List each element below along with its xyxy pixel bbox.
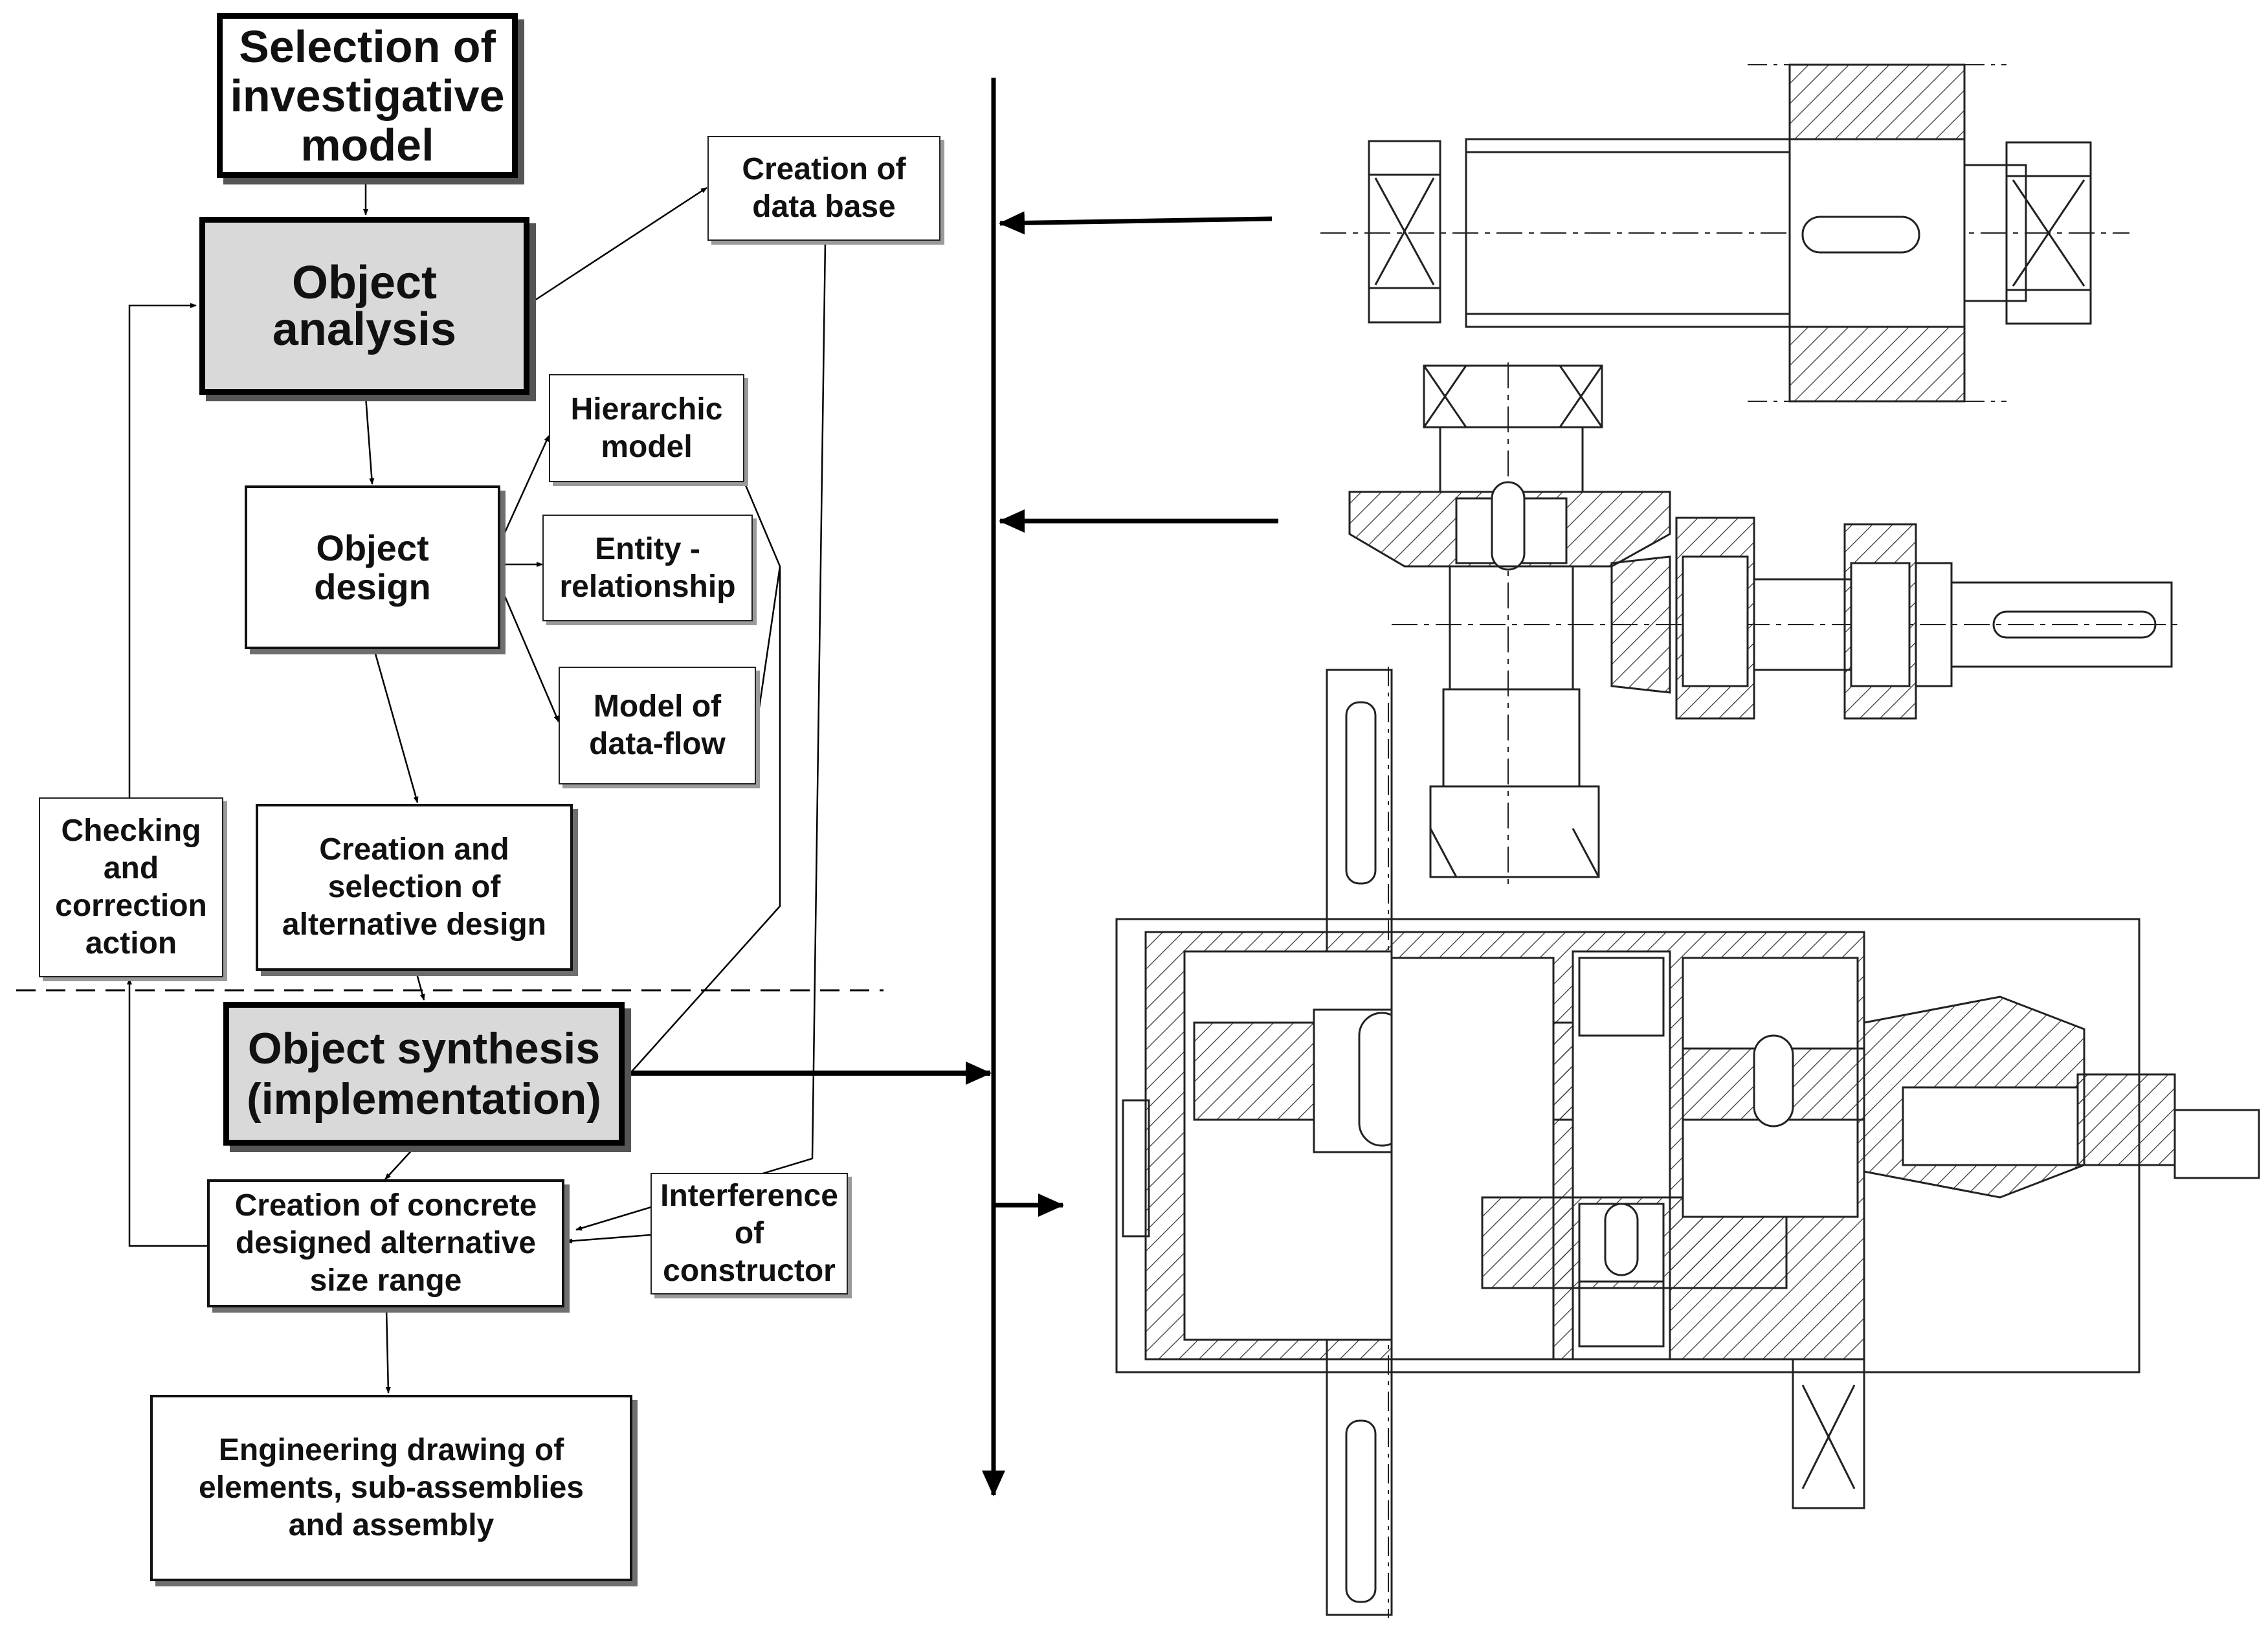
concrete-line-1: Creation of concrete (234, 1188, 537, 1223)
concrete-line-3: size range (309, 1263, 462, 1298)
alternative-line-3: alternative design (282, 907, 547, 942)
interference-line-3: constructor (663, 1254, 836, 1288)
object-analysis-line-2: analysis (272, 303, 457, 355)
hierarchic-line-2: model (601, 429, 693, 464)
gearbox-section-drawing-icon (1115, 667, 2260, 1618)
box-engineering-drawing-of-elements: Engineering drawing of elements, sub-ass… (150, 1395, 632, 1581)
arrow-design-to-dataflow (499, 585, 560, 722)
bevel-shaft-drawing-icon (1348, 362, 2181, 887)
box-creation-of-concrete-designed-alternative-size-range: Creation of concrete designed alternativ… (207, 1179, 564, 1307)
dataflow-line-1: Model of (593, 689, 722, 724)
selection-line-2: investigative (230, 70, 505, 121)
box-hierarchic-model: Hierarchic model (549, 374, 744, 482)
checking-line-1: Checking (61, 814, 201, 848)
arrow-analysis-to-database (530, 186, 707, 304)
database-line-1: Creation of (742, 152, 906, 186)
box-creation-and-selection-of-alternative-design: Creation and selection of alternative de… (256, 804, 573, 971)
box-object-synthesis-implementation: Object synthesis (implementation) (223, 1002, 625, 1146)
entity-line-1: Entity - (595, 531, 700, 566)
synthesis-line-2: (implementation) (247, 1074, 601, 1124)
box-creation-of-data-base: Creation of data base (707, 136, 940, 241)
bracket-models-to-synthesis (611, 482, 781, 1094)
selection-line-1: Selection of (239, 21, 496, 72)
box-entity-relationship: Entity - relationship (542, 515, 753, 621)
checking-line-3: correction (55, 889, 207, 923)
engineering-line-1: Engineering drawing of (218, 1433, 564, 1467)
box-selection-of-investigative-model: Selection of investigative model (217, 13, 518, 178)
box-object-analysis: Object analysis (199, 217, 529, 395)
engineering-line-3: and assembly (288, 1508, 495, 1542)
arrow-design-to-alternative (373, 649, 419, 803)
hierarchic-line-1: Hierarchic (570, 392, 723, 427)
arrow-synthesis-to-concrete (384, 1147, 415, 1180)
arrow-design-to-hierarchic (499, 435, 550, 543)
checking-line-4: action (85, 926, 177, 961)
dataflow-line-2: data-flow (589, 727, 726, 761)
alternative-line-1: Creation and (319, 832, 509, 867)
arrow-drawing-1-to-axis (999, 211, 1273, 235)
checking-line-2: and (103, 851, 159, 885)
concrete-line-2: designed alternative (235, 1226, 537, 1260)
synthesis-line-1: Object synthesis (247, 1024, 601, 1073)
object-analysis-line-1: Object (291, 256, 438, 309)
interference-line-2: of (734, 1216, 764, 1250)
object-design-line-2: design (314, 566, 431, 607)
shaft-drawing-icon (1320, 63, 2129, 403)
interference-line-1: Interference (660, 1179, 838, 1213)
database-line-2: data base (752, 190, 896, 224)
box-object-design: Object design (245, 485, 500, 649)
arrow-interference-to-concrete (566, 1234, 651, 1244)
alternative-line-2: selection of (328, 870, 501, 904)
arrow-concrete-to-drawing (385, 1308, 391, 1394)
box-checking-and-correction-action: Checking and correction action (39, 797, 223, 977)
box-model-of-data-flow: Model of data-flow (559, 667, 756, 784)
box-interference-of-constructor: Interference of constructor (650, 1173, 848, 1294)
entity-line-2: relationship (559, 569, 736, 604)
selection-line-3: model (300, 119, 434, 170)
arrow-concrete-to-checking (127, 978, 207, 1247)
arrow-checking-to-analysis (128, 303, 197, 797)
object-design-line-1: Object (316, 527, 429, 568)
engineering-line-2: elements, sub-assemblies (199, 1471, 584, 1505)
arrow-alternative-to-synthesis (415, 971, 425, 1001)
arrow-analysis-to-design (364, 395, 375, 485)
